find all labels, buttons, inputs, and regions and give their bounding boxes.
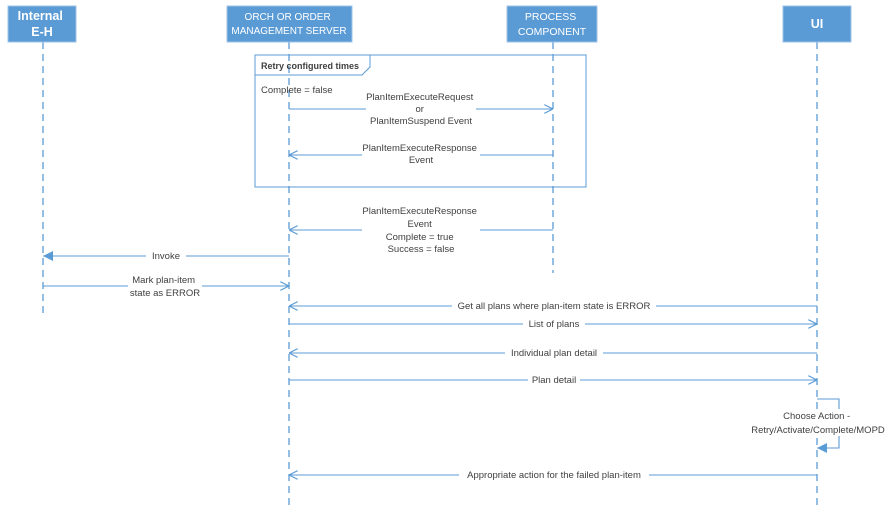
message-plan-detail: Plan detail [289, 374, 817, 386]
message-3-line-4: Success = false [388, 244, 455, 255]
message-9-label: Plan detail [532, 375, 576, 386]
message-10-line-1: Choose Action - [783, 411, 850, 422]
svg-text:Mark plan-item state as: Mark plan-item state as ERROR [130, 275, 200, 299]
svg-text:Internal E-H: Internal E-H [18, 9, 67, 39]
message-1-line-1: PlanItemExecuteRequest [366, 92, 474, 103]
svg-text:PlanItemExecuteResponse: PlanItemExecuteResponse Event [362, 143, 479, 166]
svg-text:PlanItemExecuteRequest o: PlanItemExecuteRequest or PlanItemSuspen… [366, 92, 476, 127]
actor-orch: ORCH OR ORDER MANAGEMENT SERVER [226, 5, 353, 43]
message-5-line-2: state as ERROR [130, 288, 200, 299]
actor-process: PROCESS COMPONENT [506, 5, 598, 43]
message-invoke: Invoke [43, 250, 289, 262]
frame-guard: Complete = false [261, 85, 333, 96]
actor-orch-line-2: MANAGEMENT SERVER [231, 26, 346, 37]
loop-frame: Retry configured times Complete = false [254, 54, 587, 188]
message-10-line-2: Retry/Activate/Complete/MOPD [751, 425, 885, 436]
message-get-all-plans: Get all plans where plan-item state is E… [289, 300, 817, 312]
svg-text:ORCH OR ORDER MANAGEMENT: ORCH OR ORDER MANAGEMENT SERVER [231, 12, 346, 37]
actor-internal-eh: Internal E-H [7, 5, 77, 43]
message-11-label: Appropriate action for the failed plan-i… [467, 470, 641, 481]
message-plan-item-execute-request: PlanItemExecuteRequest or PlanItemSuspen… [289, 90, 553, 127]
actor-ui-label: UI [811, 17, 824, 31]
actor-process-line-1: PROCESS [525, 11, 576, 23]
actor-internal-eh-line-2: E-H [31, 25, 53, 39]
message-individual-plan-detail: Individual plan detail [289, 347, 817, 359]
message-choose-action: Choose Action - Retry/Activate/Complete/… [744, 398, 892, 453]
message-8-label: Individual plan detail [511, 348, 597, 359]
message-mark-error: Mark plan-item state as ERROR [43, 274, 289, 299]
message-7-label: List of plans [529, 319, 580, 330]
message-4-label: Invoke [152, 251, 180, 262]
message-2-line-2: Event [409, 155, 434, 166]
message-5-line-1: Mark plan-item [132, 275, 195, 286]
actor-ui: UI [782, 5, 852, 43]
message-6-label: Get all plans where plan-item state is E… [458, 301, 651, 312]
svg-text:UI: UI [811, 17, 824, 31]
actor-internal-eh-line-1: Internal [18, 9, 63, 23]
svg-text:PROCESS COMPONENT: PROCESS COMPONENT [518, 11, 587, 38]
message-1-line-3: PlanItemSuspend Event [370, 116, 472, 127]
message-2-line-1: PlanItemExecuteResponse [362, 143, 477, 154]
actor-process-line-2: COMPONENT [518, 26, 587, 38]
message-3-line-1: PlanItemExecuteResponse [362, 206, 477, 217]
message-1-line-2: or [415, 104, 423, 115]
message-final-response: PlanItemExecuteResponse Event Complete =… [289, 205, 553, 255]
message-list-of-plans: List of plans [289, 318, 817, 330]
message-3-line-2: Event [408, 219, 433, 230]
message-plan-item-execute-response: PlanItemExecuteResponse Event [289, 142, 553, 166]
svg-text:PlanItemExecuteResponse: PlanItemExecuteResponse Event Complete =… [362, 206, 479, 255]
message-3-line-3: Complete = true [386, 232, 454, 243]
svg-text:Choose Action - Retry/Ac: Choose Action - Retry/Activate/Complete/… [751, 411, 885, 436]
message-appropriate-action: Appropriate action for the failed plan-i… [289, 469, 817, 481]
frame-label: Retry configured times [261, 61, 359, 71]
actor-orch-line-1: ORCH OR ORDER [245, 12, 331, 23]
